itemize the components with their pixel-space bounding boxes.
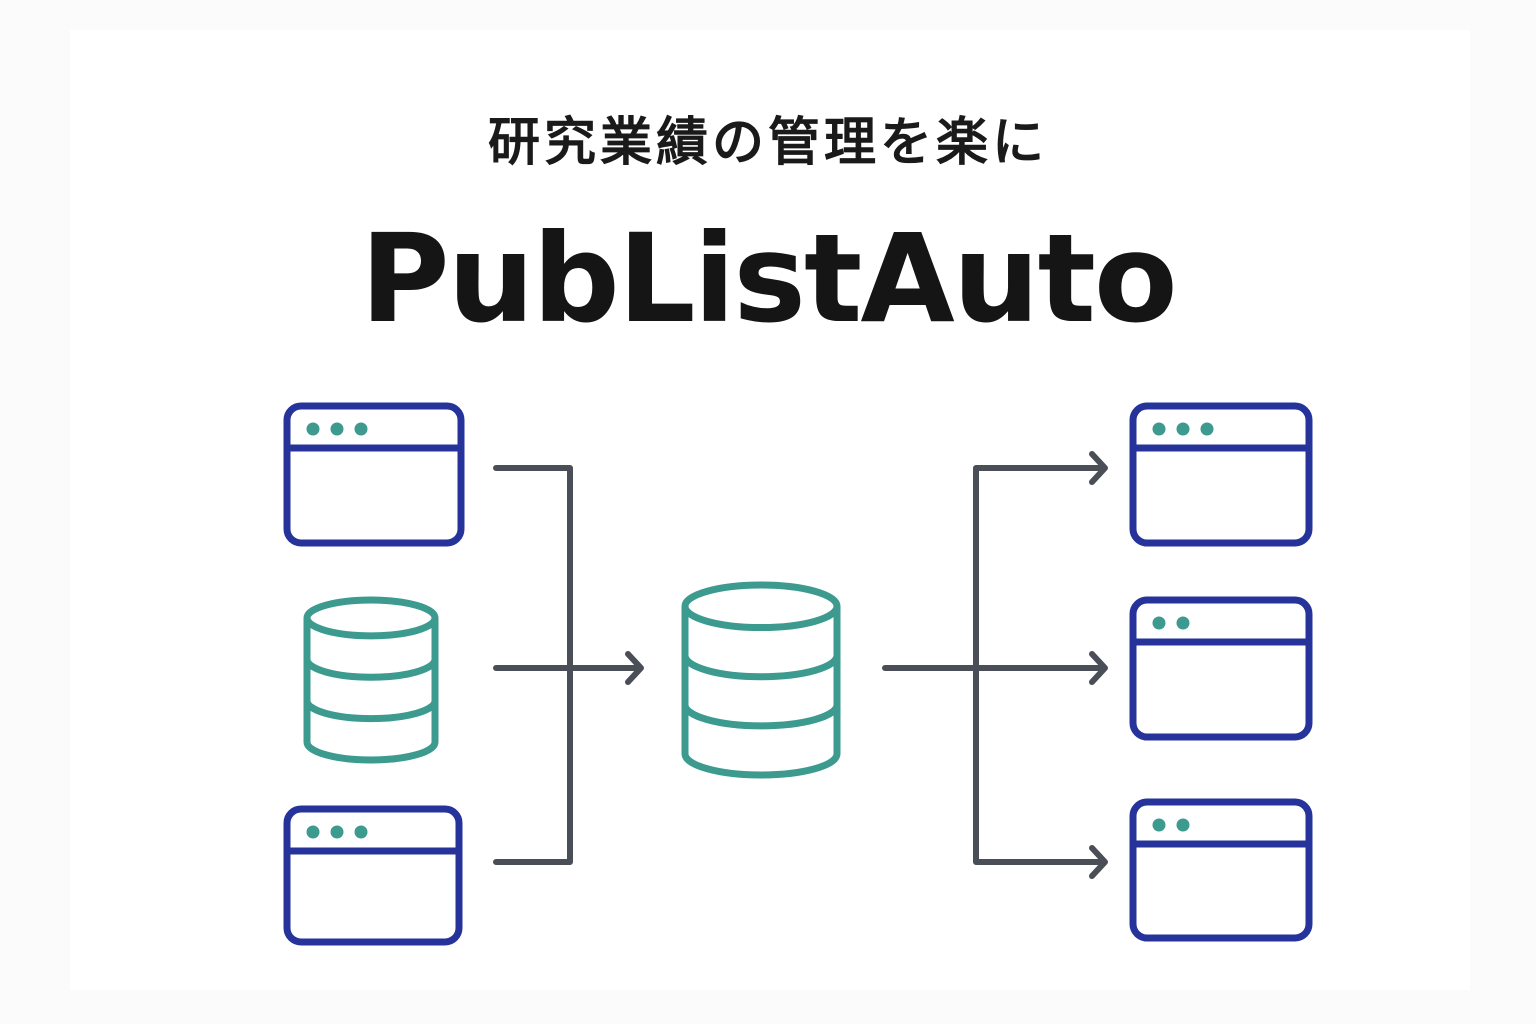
database-top bbox=[303, 596, 439, 640]
arrow-right-icon bbox=[625, 651, 644, 685]
window-dot bbox=[354, 422, 368, 436]
tagline: 研究業績の管理を楽に bbox=[487, 113, 1048, 173]
window-dot bbox=[1176, 422, 1190, 436]
window-dot bbox=[306, 825, 320, 839]
window-dot bbox=[1152, 616, 1166, 630]
window-dot bbox=[1176, 818, 1190, 832]
database-band bbox=[303, 658, 439, 681]
database-body bbox=[681, 606, 841, 779]
window-dot bbox=[1176, 616, 1190, 630]
database-top bbox=[681, 581, 841, 632]
window-frame bbox=[283, 805, 463, 946]
database-band bbox=[681, 654, 841, 681]
connectors bbox=[493, 451, 1108, 879]
source-window-icon bbox=[283, 402, 465, 547]
window-dot bbox=[1152, 818, 1166, 832]
window-dot bbox=[330, 422, 344, 436]
window-dot bbox=[1200, 422, 1214, 436]
canvas-background bbox=[70, 30, 1470, 990]
arrow-right-icon bbox=[1089, 845, 1108, 879]
window-dot bbox=[354, 825, 368, 839]
app-title: PubListAuto bbox=[360, 208, 1178, 350]
source-database-icon bbox=[303, 596, 439, 764]
source-window-icon bbox=[283, 805, 463, 946]
arrow-right-icon bbox=[1089, 651, 1108, 685]
distribute-bracket-connector bbox=[973, 465, 1107, 865]
window-frame bbox=[1129, 798, 1313, 942]
hub-database-icon bbox=[681, 581, 841, 779]
database-body bbox=[303, 617, 439, 764]
arrow-right-icon bbox=[1089, 451, 1108, 485]
window-dot bbox=[306, 422, 320, 436]
database-band bbox=[681, 704, 841, 730]
output-window-icon bbox=[1129, 596, 1313, 741]
window-frame bbox=[1129, 402, 1313, 547]
output-window-icon bbox=[1129, 402, 1313, 547]
window-frame bbox=[283, 402, 465, 547]
window-frame bbox=[1129, 596, 1313, 741]
window-dot bbox=[330, 825, 344, 839]
database-band bbox=[303, 700, 439, 723]
nodes bbox=[283, 402, 1313, 946]
window-dot bbox=[1152, 422, 1166, 436]
output-window-icon bbox=[1129, 798, 1313, 942]
